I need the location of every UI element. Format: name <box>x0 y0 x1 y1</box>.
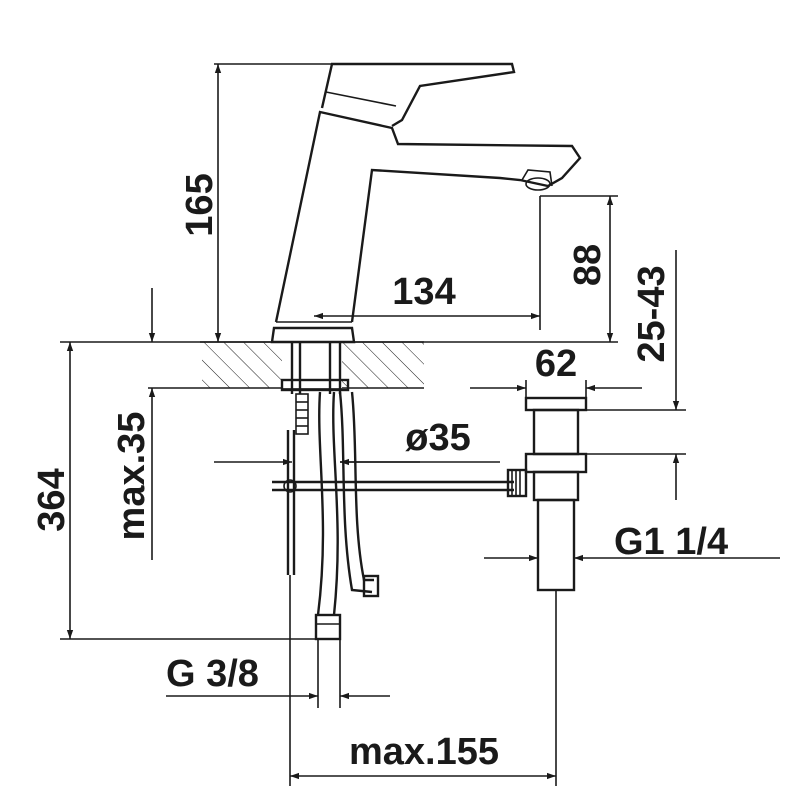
label-total-height: 364 <box>31 468 73 531</box>
label-waste-rod-range: 25-43 <box>631 265 673 362</box>
label-hole-diameter: ø35 <box>405 417 470 459</box>
dim-spout-reach: 134 <box>314 196 541 330</box>
label-supply-thread: G 3/8 <box>166 653 259 695</box>
dim-spout-height: 165 <box>179 63 332 343</box>
label-waste-width: 62 <box>535 343 577 385</box>
dim-waste-thread: G1 1/4 <box>484 521 780 563</box>
label-outlet-height: 88 <box>567 244 609 286</box>
dim-waste-width: 62 <box>470 343 642 398</box>
shank-and-hoses <box>272 342 514 641</box>
label-max-reach-below: max.155 <box>349 731 499 773</box>
dim-outlet-height: 88 <box>354 195 618 343</box>
waste-assembly <box>506 396 588 592</box>
label-waste-thread: G1 1/4 <box>614 521 728 563</box>
dim-total-height: 364 <box>31 341 316 640</box>
dim-supply-thread: G 3/8 <box>166 639 390 708</box>
dim-max-reach-below: max.155 <box>289 575 557 786</box>
dim-waste-rod-range: 25-43 <box>586 250 686 500</box>
label-spout-height: 165 <box>179 173 221 236</box>
dim-hole-diameter: ø35 <box>214 417 500 466</box>
dim-max-deck-thickness: max.35 <box>111 288 202 560</box>
label-spout-reach: 134 <box>392 271 455 313</box>
label-max-deck-thickness: max.35 <box>111 412 153 541</box>
